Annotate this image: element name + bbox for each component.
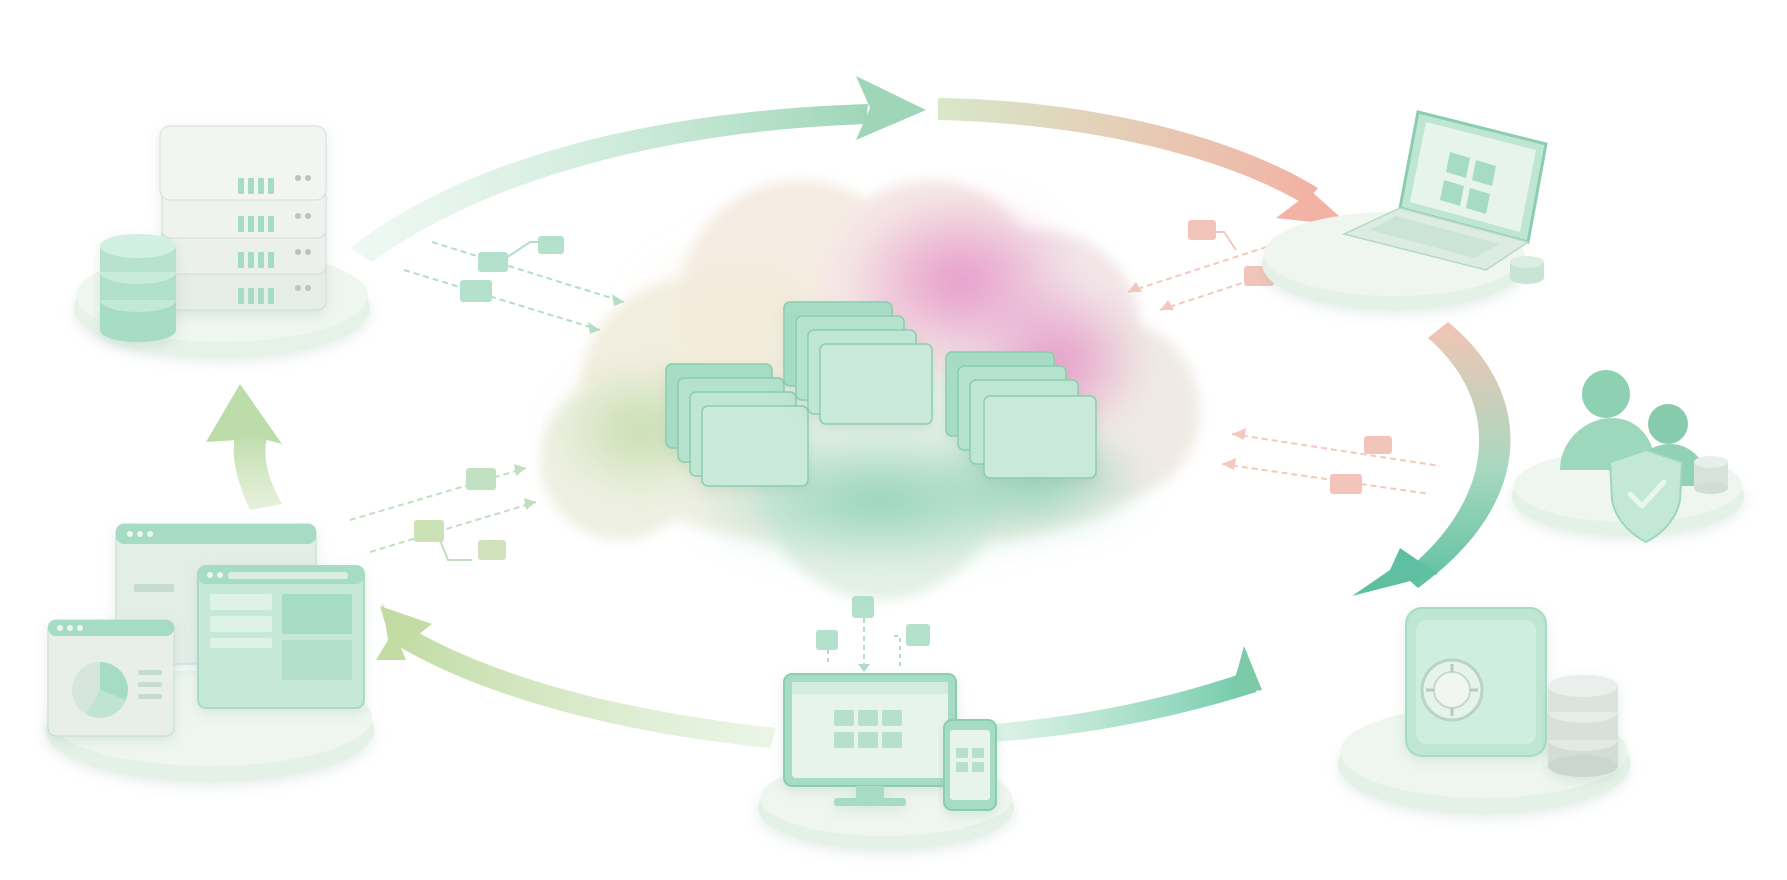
link-users-cloud [1221,428,1441,495]
arrow-desktop-to-dashboards [376,602,776,748]
shield-check-icon [1608,448,1684,544]
safe-icon [1405,607,1547,757]
database-stack-icon [1548,675,1618,777]
phone-icon [943,719,997,811]
monitor-icon [783,673,957,806]
file-stack-left [665,363,809,487]
mini-database-icon [1694,456,1728,494]
mini-database-icon [1510,256,1544,284]
file-stack-right [945,351,1097,479]
link-desktop-cloud [816,596,930,672]
flow-arrows [206,76,1511,748]
cloud-storage [540,180,1200,600]
data-links [349,220,1441,672]
link-server-cloud [403,236,625,334]
arrow-server-to-cloud-top [350,76,926,262]
file-stack-center [783,301,933,425]
arrow-laptop-to-vault [1352,322,1511,596]
arrow-top-to-laptop [938,98,1350,226]
users-security-node [1512,370,1744,544]
pie-chart-icon [72,662,128,718]
browser-windows-icon [47,523,365,737]
server-rack-node [74,125,370,358]
server-database-icon [100,125,327,342]
laptop-node [1262,110,1548,310]
desktop-mobile-node [758,673,1014,850]
web-dashboards-node [46,523,374,782]
arrow-dashboards-to-server [206,384,282,510]
laptop-icon [1341,110,1548,271]
vault-node [1338,607,1630,814]
link-dashboards-cloud [349,464,537,561]
arrow-vault-to-desktop [992,646,1262,742]
